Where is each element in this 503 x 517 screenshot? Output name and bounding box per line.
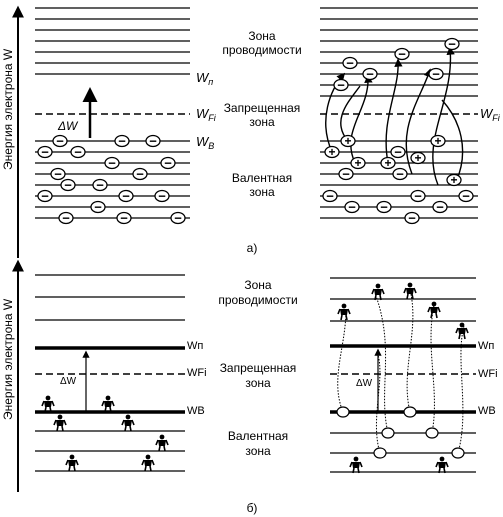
svg-text:−: − <box>394 145 402 160</box>
svg-text:−: − <box>41 189 49 204</box>
conduction-lines-left-b <box>35 274 185 321</box>
valence-zone-label-b-2: зона <box>245 444 271 458</box>
svg-text:−: − <box>149 134 157 149</box>
svg-text:−: − <box>366 67 374 82</box>
svg-text:−: − <box>348 200 356 215</box>
delta-w-label-right-b: ΔW <box>356 378 373 389</box>
valence-zone-label-b-1: Валентная <box>228 429 288 443</box>
svg-text:+: + <box>328 145 335 159</box>
svg-text:−: − <box>136 167 144 182</box>
holes-right-a: + + + + + + + <box>324 134 462 187</box>
level-wfi-right-a: WFi <box>480 106 501 123</box>
svg-text:−: − <box>120 211 128 226</box>
svg-text:−: − <box>414 189 422 204</box>
svg-text:−: − <box>326 189 334 204</box>
level-wn-right-b: Wп <box>478 340 494 352</box>
electrons-right-a: − − − − − − − − − − − − − − − − <box>322 37 474 226</box>
svg-text:+: + <box>434 134 441 148</box>
svg-text:−: − <box>342 167 350 182</box>
valence-zone-label-a-2: зона <box>249 185 275 199</box>
svg-text:−: − <box>346 56 354 71</box>
level-wv-b: WB <box>187 405 205 417</box>
svg-text:−: − <box>96 178 104 193</box>
svg-text:−: − <box>118 134 126 149</box>
svg-text:−: − <box>158 189 166 204</box>
svg-text:−: − <box>62 211 70 226</box>
transition-curves-b <box>337 289 465 454</box>
conduction-zone-label-b-1: Зона <box>244 278 272 292</box>
svg-text:−: − <box>380 200 388 215</box>
level-wp-a: Wп <box>196 70 213 87</box>
svg-text:−: − <box>398 47 406 62</box>
caption-b: б) <box>247 501 258 515</box>
level-wv-a: WB <box>196 134 214 151</box>
level-wv-right-b: WB <box>478 405 496 417</box>
svg-text:−: − <box>122 189 130 204</box>
holes-right-b <box>336 406 465 459</box>
svg-text:−: − <box>462 189 470 204</box>
svg-text:−: − <box>56 134 64 149</box>
svg-text:−: − <box>74 145 82 160</box>
svg-text:+: + <box>414 151 421 165</box>
delta-w-label-b: ΔW <box>60 376 77 387</box>
transition-curves-a <box>325 46 464 186</box>
conduction-lines-right-b <box>330 277 476 322</box>
forbidden-zone-label-a-2: зона <box>249 115 275 129</box>
panel-b: Энергия электрона W ΔW Wп WFi WB Зона <box>1 259 498 515</box>
svg-text:−: − <box>337 78 345 93</box>
forbidden-zone-label-b-1: Запрещенная <box>220 361 297 375</box>
svg-text:+: + <box>344 134 351 148</box>
svg-text:−: − <box>94 200 102 215</box>
svg-text:−: − <box>64 178 72 193</box>
valence-zone-label-a-1: Валентная <box>232 171 292 185</box>
svg-text:+: + <box>384 156 391 170</box>
conduction-lines-left-a <box>35 7 190 75</box>
svg-text:−: − <box>436 200 444 215</box>
axis-label-b: Энергия электрона W <box>1 298 15 420</box>
caption-a: а) <box>247 241 258 255</box>
svg-text:−: − <box>54 167 62 182</box>
svg-text:−: − <box>448 37 456 52</box>
conduction-zone-label-a-1: Зона <box>248 29 276 43</box>
level-wfi-b: WFi <box>187 367 207 379</box>
axis-label-a: Энергия электрона W <box>1 48 15 170</box>
svg-text:−: − <box>174 211 182 226</box>
electron-figures-left-b <box>41 394 169 472</box>
electrons-left-a: − − − − − − − − − − − − − − − − − − <box>37 134 186 226</box>
conduction-zone-label-a-2: проводимости <box>222 43 301 57</box>
svg-text:−: − <box>164 156 172 171</box>
svg-text:−: − <box>108 156 116 171</box>
svg-text:+: + <box>450 173 457 187</box>
level-wfi-right-b: WFi <box>478 368 498 380</box>
forbidden-zone-label-a-1: Запрещенная <box>224 101 301 115</box>
conduction-zone-label-b-2: проводимости <box>218 293 297 307</box>
level-wfi-a: WFi <box>196 106 217 123</box>
svg-text:−: − <box>41 145 49 160</box>
svg-text:+: + <box>354 156 361 170</box>
level-wn-b: Wп <box>187 340 203 352</box>
svg-text:−: − <box>408 211 416 226</box>
delta-w-label-a: ΔW <box>57 119 79 133</box>
valence-lines-left-b <box>35 430 185 472</box>
svg-text:−: − <box>396 167 404 182</box>
svg-text:−: − <box>432 67 440 82</box>
forbidden-zone-label-b-2: зона <box>245 376 271 390</box>
panel-a: Энергия электрона W ΔW Wп WFi WB − − − − <box>1 5 501 258</box>
